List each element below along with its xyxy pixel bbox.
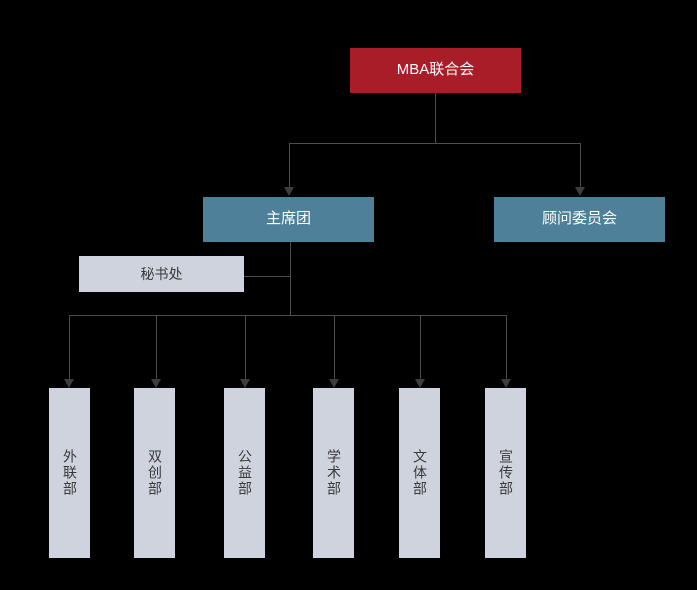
connector-drop-dept-6 <box>506 315 507 386</box>
arrowhead-dept-2 <box>151 379 161 388</box>
connector-level2-bus <box>289 143 581 144</box>
node-department-external-relations[interactable]: 外联部 <box>49 388 90 558</box>
connector-drop-dept-4 <box>334 315 335 386</box>
arrowhead-presidium <box>284 187 294 196</box>
node-department-public-welfare[interactable]: 公益部 <box>224 388 265 558</box>
connector-presidium-trunk <box>290 241 291 316</box>
arrowhead-advisory <box>575 187 585 196</box>
node-advisory-committee[interactable]: 顾问委员会 <box>494 197 665 242</box>
node-presidium[interactable]: 主席团 <box>203 197 374 242</box>
connector-department-bus <box>69 315 507 316</box>
node-mba-union[interactable]: MBA联合会 <box>350 48 521 93</box>
arrowhead-dept-1 <box>64 379 74 388</box>
arrowhead-dept-4 <box>329 379 339 388</box>
connector-drop-dept-5 <box>420 315 421 386</box>
connector-drop-dept-3 <box>245 315 246 386</box>
connector-drop-advisory <box>580 143 581 188</box>
arrowhead-dept-5 <box>415 379 425 388</box>
connector-drop-dept-1 <box>69 315 70 386</box>
node-department-innovation[interactable]: 双创部 <box>134 388 175 558</box>
connector-drop-dept-2 <box>156 315 157 386</box>
connector-drop-presidium <box>289 143 290 188</box>
connector-secretariat-stub <box>243 276 290 277</box>
arrowhead-dept-3 <box>240 379 250 388</box>
connector-root-stem <box>435 93 436 144</box>
node-department-culture-sports[interactable]: 文体部 <box>399 388 440 558</box>
arrowhead-dept-6 <box>501 379 511 388</box>
node-department-publicity[interactable]: 宣传部 <box>485 388 526 558</box>
node-secretariat[interactable]: 秘书处 <box>79 256 244 292</box>
node-department-academic[interactable]: 学术部 <box>313 388 354 558</box>
